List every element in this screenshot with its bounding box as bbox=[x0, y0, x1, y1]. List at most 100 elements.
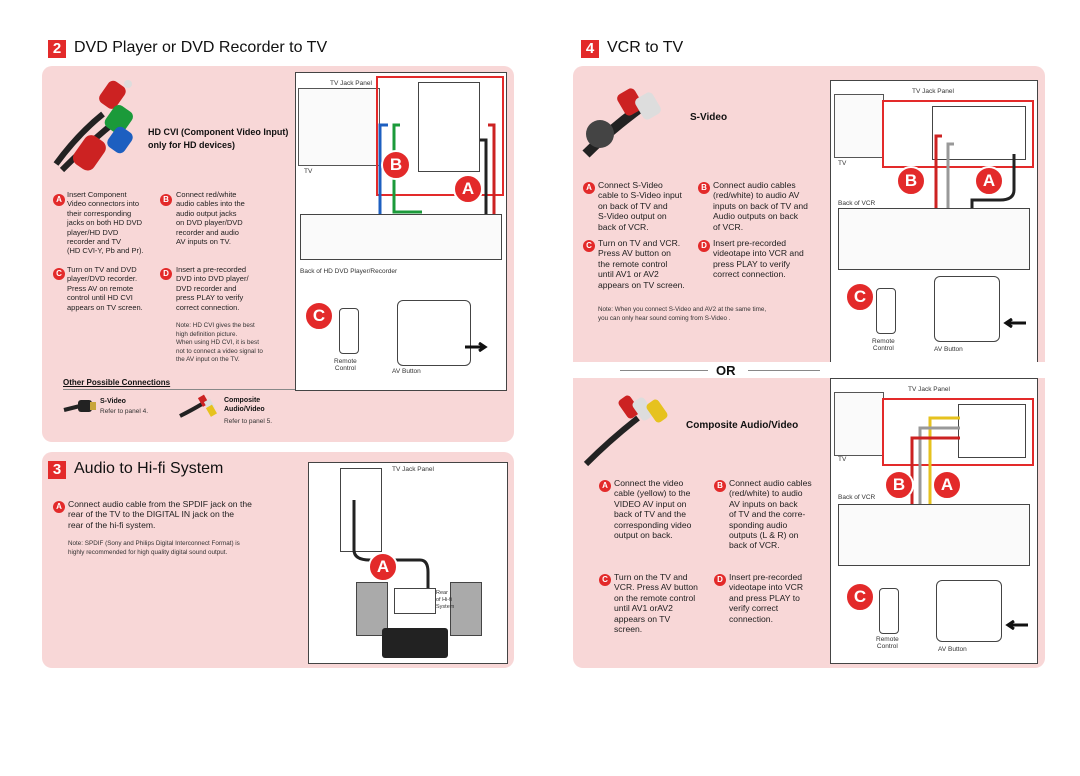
section-3-title-text: Audio to Hi-fi System bbox=[74, 460, 224, 477]
composite-cable-illustration bbox=[583, 395, 668, 467]
section-2-marker-c: C bbox=[304, 301, 334, 331]
tv-back-outline bbox=[298, 88, 380, 166]
tv-jack-panel bbox=[418, 82, 480, 172]
speaker-right bbox=[450, 582, 482, 636]
section-4-note: Note: When you connect S-Video and AV2 a… bbox=[598, 306, 767, 322]
or-divider-line-right bbox=[748, 370, 820, 371]
section-4-title: VCR to TV bbox=[607, 39, 684, 56]
section-4-remote bbox=[876, 288, 896, 334]
section-4-marker-d: D bbox=[698, 240, 710, 252]
section-3-tv-jack bbox=[340, 468, 382, 552]
other-connections-title: Other Possible Connections bbox=[63, 378, 171, 387]
section-2-step-b: Connect red/white audio cables into the … bbox=[176, 190, 245, 247]
comp-marker-c: C bbox=[599, 574, 611, 586]
comp-diagram-marker-b: B bbox=[884, 470, 914, 500]
section-3-number-overlay: 3 bbox=[48, 461, 66, 479]
section-2-tv-jack-panel-label: TV Jack Panel bbox=[330, 80, 372, 87]
section-4-tv-label: TV bbox=[838, 160, 847, 167]
section-2-tv-label: TV bbox=[304, 168, 313, 175]
or-label: OR bbox=[716, 363, 736, 378]
section-4-step-a: Connect S-Video cable to S-Video input o… bbox=[598, 180, 682, 232]
comp-step-b: Connect audio cables (red/white) to audi… bbox=[729, 478, 812, 551]
other-composite-title: Composite Audio/Video bbox=[224, 397, 265, 413]
section-4-step-d: Insert pre-recorded videotape into VCR a… bbox=[713, 238, 804, 280]
svideo-cable-illustration bbox=[582, 88, 661, 158]
comp-tv-back bbox=[834, 392, 884, 456]
section-3-diagram-marker-a: A bbox=[368, 552, 398, 582]
section-2-diagram-marker-b: B bbox=[381, 150, 411, 180]
remote-closeup bbox=[397, 300, 471, 366]
section-3-tv-jack-panel-label: TV Jack Panel bbox=[392, 466, 434, 473]
av-arrow-icon bbox=[465, 342, 488, 352]
section-2-note: Note: HD CVI gives the best high definit… bbox=[176, 322, 263, 364]
comp-av-arrow-icon bbox=[1005, 620, 1028, 630]
section-2-remote-label: Remote Control bbox=[334, 358, 357, 372]
marker-a: A bbox=[53, 194, 65, 206]
section-4-av-arrow-icon bbox=[1003, 318, 1026, 328]
section-4-marker-a: A bbox=[583, 182, 595, 194]
speaker-left bbox=[356, 582, 388, 636]
comp-av-button-label: AV Button bbox=[938, 646, 967, 653]
spdif-cable bbox=[352, 500, 430, 590]
comp-step-d: Insert pre-recorded videotape into VCR a… bbox=[729, 572, 804, 624]
section-4-marker-b: B bbox=[698, 182, 710, 194]
comp-remote bbox=[879, 588, 899, 634]
section-2-number: 2 bbox=[48, 40, 66, 58]
dvd-player-back bbox=[300, 214, 502, 260]
marker-d: D bbox=[160, 268, 172, 280]
comp-marker-a: A bbox=[599, 480, 611, 492]
section-4-step-c: Turn on TV and VCR. Press AV button on t… bbox=[598, 238, 685, 290]
comp-vcr-back bbox=[838, 504, 1030, 566]
section-2-step-a: Insert Component Video connectors into t… bbox=[67, 190, 144, 256]
component-cable-illustration bbox=[53, 80, 133, 173]
section-2-step-c: Turn on TV and DVD player/DVD recorder. … bbox=[67, 265, 143, 312]
marker-c: C bbox=[53, 268, 65, 280]
section-4-tv-jack-panel-label: TV Jack Panel bbox=[912, 88, 954, 95]
section-3-note: Note: SPDIF (Sony and Philips Digital In… bbox=[68, 540, 240, 556]
svideo-title: S-Video bbox=[690, 112, 728, 123]
comp-tv-label: TV bbox=[838, 456, 847, 463]
hifi-amplifier bbox=[382, 628, 448, 658]
comp-step-a: Connect the video cable (yellow) to the … bbox=[614, 478, 692, 541]
other-composite-ref: Refer to panel 5. bbox=[224, 418, 273, 425]
tv-jack-panel-highlight bbox=[376, 76, 504, 196]
section-4-vcr-back bbox=[838, 208, 1030, 270]
hd-cvi-title: HD CVI (Component Video Input) bbox=[148, 127, 289, 137]
other-svideo-title: S-Video bbox=[100, 398, 126, 405]
comp-jack-highlight bbox=[882, 398, 1034, 466]
comp-step-c: Turn on the TV and VCR. Press AV button … bbox=[614, 572, 698, 635]
section-4-diagram-marker-b: B bbox=[896, 166, 926, 196]
comp-tv-jack-panel-label: TV Jack Panel bbox=[908, 386, 950, 393]
comp-marker-d: D bbox=[714, 574, 726, 586]
comp-marker-c-big: C bbox=[845, 582, 875, 612]
marker-b: B bbox=[160, 194, 172, 206]
section-2-step-d: Insert a pre-recorded DVD into DVD playe… bbox=[176, 265, 249, 312]
hifi-rear-panel bbox=[394, 588, 436, 614]
section-2-av-button-label: AV Button bbox=[392, 368, 421, 375]
section-4-number: 4 bbox=[581, 40, 599, 58]
comp-remote-closeup bbox=[936, 580, 1002, 642]
section-4-remote-label: Remote Control bbox=[872, 338, 895, 352]
section-4-tv-back bbox=[834, 94, 884, 158]
comp-diagram-marker-a: A bbox=[932, 470, 962, 500]
remote-control bbox=[339, 308, 359, 354]
section-4-back-vcr-label: Back of VCR bbox=[838, 200, 876, 207]
hd-cvi-subtitle: only for HD devices) bbox=[148, 140, 236, 150]
composite-plug-icon bbox=[179, 394, 217, 418]
section-2-back-label: Back of HD DVD Player/Recorder bbox=[300, 268, 398, 275]
comp-back-vcr-label: Back of VCR bbox=[838, 494, 876, 501]
comp-marker-b: B bbox=[714, 480, 726, 492]
section-3-step-a: Connect audio cable from the SPDIF jack … bbox=[68, 499, 252, 530]
section-4-diagram-marker-a: A bbox=[974, 166, 1004, 196]
section-3-number-text: 3 bbox=[52, 461, 62, 478]
composite-title: Composite Audio/Video bbox=[686, 420, 799, 431]
other-connections-divider bbox=[63, 389, 295, 390]
comp-jack-panel bbox=[958, 404, 1026, 458]
section-3-marker-a: A bbox=[53, 501, 65, 513]
section-4-av-button-label: AV Button bbox=[934, 346, 963, 353]
comp-remote-label: Remote Control bbox=[876, 636, 899, 650]
section-2-title: DVD Player or DVD Recorder to TV bbox=[74, 39, 328, 56]
section-4-jack-highlight bbox=[882, 100, 1034, 168]
svideo-plug-icon bbox=[63, 400, 96, 412]
or-divider-line-left bbox=[620, 370, 708, 371]
